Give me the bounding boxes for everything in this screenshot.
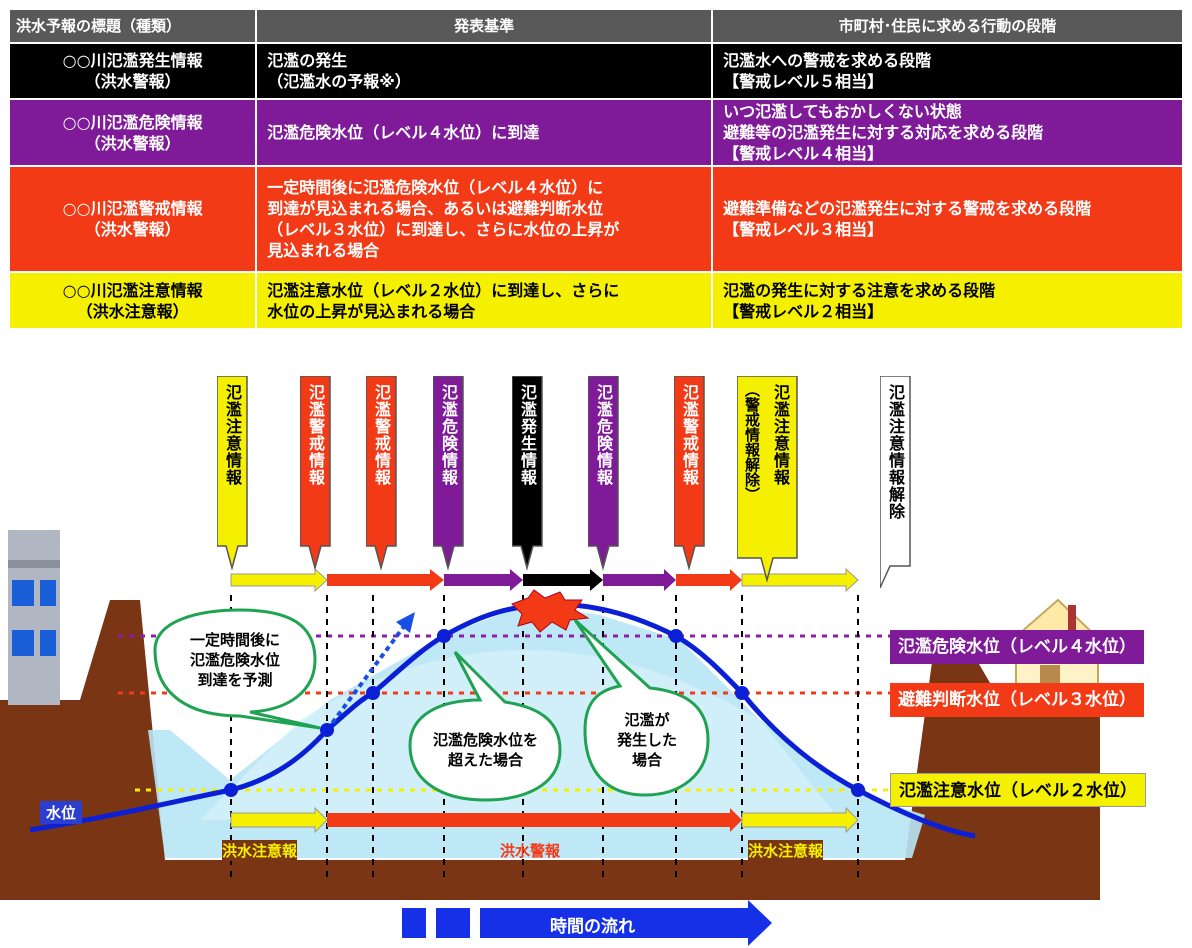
section-caution-2: 洪水注意報: [748, 840, 824, 861]
building-left: [8, 530, 60, 705]
row-action: 氾濫の発生に対する注意を求める段階【警戒レベル２相当】: [711, 271, 1184, 330]
table-row-warning: ○○川氾濫警戒情報（洪水警報） 一定時間後に氾濫危険水位（レベル４水位）に到達が…: [7, 165, 1184, 273]
row-title: ○○川氾濫発生情報（洪水警報）: [7, 42, 258, 100]
row-title: ○○川氾濫危険情報（洪水警報）: [7, 98, 258, 167]
level4-label: 氾濫危険水位（レベル４水位）: [890, 630, 1144, 664]
flag-label: 氾濫危険情報: [439, 384, 458, 486]
flag-label: 氾濫警戒情報: [306, 384, 325, 486]
row-action: いつ氾濫してもおかしくない状態避難等の氾濫発生に対する対応を求める段階【警戒レベ…: [711, 98, 1184, 167]
header-criteria: 発表基準: [255, 8, 714, 44]
water-level-label: 水位: [40, 801, 83, 824]
timeline-arrows-top: [230, 567, 859, 593]
time-flow: 時間の流れ: [480, 906, 770, 940]
flag-sublabel: （警戒情報解除）: [743, 382, 761, 502]
flag-4: 氾濫発生情報: [512, 376, 543, 571]
table-row-caution: ○○川氾濫注意情報（洪水注意報） 氾濫注意水位（レベル２水位）に到達し、さらに水…: [7, 271, 1184, 330]
section-warning: 洪水警報: [500, 842, 561, 860]
flag-2: 氾濫警戒情報: [366, 376, 397, 571]
flag-label: 氾濫危険情報: [594, 384, 613, 486]
ground: [0, 600, 1100, 900]
timeline-arrows-bottom: [230, 806, 859, 834]
header-title-type: 洪水予報の標題（種類）: [7, 8, 258, 44]
flag-label: 氾濫警戒情報: [372, 384, 391, 486]
bubble-overflow: 氾濫が発生した場合: [616, 711, 677, 769]
time-flow-label: 時間の流れ: [550, 917, 635, 937]
row-criteria: 氾濫危険水位（レベル４水位）に到達: [255, 98, 714, 167]
overflow-burst-icon: [511, 589, 590, 633]
row-criteria: 一定時間後に氾濫危険水位（レベル４水位）に到達が見込まれる場合、あるいは避難判断…: [255, 165, 714, 273]
forecast-arrow: [325, 623, 407, 732]
bubble-exceeded: 氾濫危険水位を超えた場合: [432, 731, 538, 769]
flag-1: 氾濫警戒情報: [300, 376, 331, 571]
bubble-shapes: [153, 608, 710, 802]
section-caution-1: 洪水注意報: [222, 840, 298, 861]
flag-label: 氾濫注意情報解除: [886, 384, 905, 520]
flag-label: 氾濫注意情報: [223, 384, 242, 486]
level3-label: 避難判断水位（レベル３水位）: [890, 683, 1144, 717]
flag-0: 氾濫注意情報: [217, 376, 248, 571]
row-action: 氾濫水への警戒を求める段階【警戒レベル５相当】: [711, 42, 1184, 100]
water-level-curve: [29, 601, 976, 839]
row-title: ○○川氾濫注意情報（洪水注意報）: [7, 271, 258, 330]
row-criteria: 氾濫の発生（氾濫水の予報※）: [255, 42, 714, 100]
flood-forecast-table: 洪水予報の標題（種類） 発表基準 市町村･住民に求める行動の段階 ○○川氾濫発生…: [7, 8, 1184, 330]
flag-label: 氾濫発生情報: [518, 384, 537, 486]
table-row-danger: ○○川氾濫危険情報（洪水警報） 氾濫危険水位（レベル４水位）に到達 いつ氾濫して…: [7, 98, 1184, 167]
bubble-forecast: 一定時間後に氾濫危険水位到達を予測: [189, 631, 280, 689]
flag-3: 氾濫危険情報: [433, 376, 464, 571]
table-row-occurrence: ○○川氾濫発生情報（洪水警報） 氾濫の発生（氾濫水の予報※） 氾濫水への警戒を求…: [7, 42, 1184, 100]
time-block-1: [402, 908, 426, 938]
table-header-row: 洪水予報の標題（種類） 発表基準 市町村･住民に求める行動の段階: [7, 8, 1184, 44]
flag-label: 氾濫注意情報: [771, 384, 790, 486]
row-action: 避難準備などの氾濫発生に対する警戒を求める段階【警戒レベル３相当】: [711, 165, 1184, 273]
row-criteria: 氾濫注意水位（レベル２水位）に到達し、さらに水位の上昇が見込まれる場合: [255, 271, 714, 330]
flag-7: 氾濫注意情報 （警戒情報解除）: [737, 376, 798, 583]
flag-6: 氾濫警戒情報: [674, 376, 705, 571]
flag-label: 氾濫警戒情報: [680, 384, 699, 486]
time-block-2: [436, 908, 470, 938]
flag-5: 氾濫危険情報: [588, 376, 619, 571]
flag-8: 氾濫注意情報解除: [880, 376, 911, 589]
level2-label: 氾濫注意水位（レベル２水位）: [890, 773, 1146, 807]
level-points: [224, 629, 865, 797]
time-flow-arrow: [480, 900, 772, 946]
row-title: ○○川氾濫警戒情報（洪水警報）: [7, 165, 258, 273]
header-action: 市町村･住民に求める行動の段階: [711, 8, 1184, 44]
